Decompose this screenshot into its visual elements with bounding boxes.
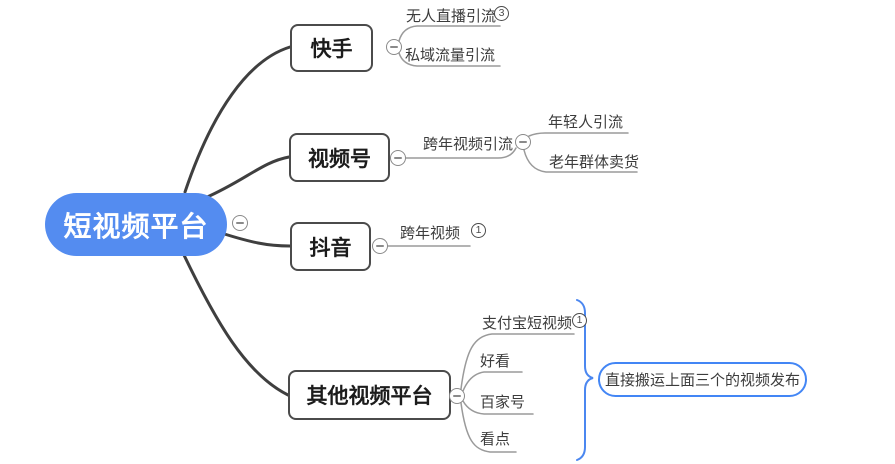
minus-icon: [519, 141, 527, 143]
number-marker-icon: 1: [572, 313, 587, 328]
collapse-button-shipinhao[interactable]: [390, 150, 406, 166]
subtopic-baijiahao[interactable]: 百家号: [480, 394, 526, 411]
summary-callout[interactable]: 直接搬运上面三个的视频发布: [598, 362, 807, 397]
minus-icon: [236, 222, 244, 224]
subtopic-kuanian-yinliu[interactable]: 跨年视频引流: [423, 136, 514, 153]
minus-icon: [376, 245, 384, 247]
subtopic-nianqingren[interactable]: 年轻人引流: [548, 114, 624, 131]
minus-icon: [390, 46, 398, 48]
number-marker-icon: 1: [471, 223, 486, 238]
subtopic-kandian[interactable]: 看点: [480, 431, 511, 448]
subtopic-laonian-qunti[interactable]: 老年群体卖货: [549, 154, 640, 171]
collapse-button-other-platforms[interactable]: [449, 388, 465, 404]
topic-douyin[interactable]: 抖音: [290, 222, 371, 271]
collapse-button-root[interactable]: [232, 215, 248, 231]
collapse-button-kuaishou[interactable]: [386, 39, 402, 55]
sub-branch-curves: [387, 25, 638, 453]
topic-kuaishou[interactable]: 快手: [290, 24, 373, 72]
collapse-button-kuanian-yinliu[interactable]: [515, 134, 531, 150]
subtopic-wuren-zhibo[interactable]: 无人直播引流: [406, 8, 497, 25]
summary-brace-icon: [576, 299, 594, 461]
root-topic[interactable]: 短视频平台: [45, 193, 227, 256]
minus-icon: [453, 395, 461, 397]
number-marker-icon: 3: [494, 6, 509, 21]
collapse-button-douyin[interactable]: [372, 238, 388, 254]
topic-shipinhao[interactable]: 视频号: [289, 133, 390, 182]
subtopic-zhifubao[interactable]: 支付宝短视频: [482, 315, 573, 332]
topic-other-platforms[interactable]: 其他视频平台: [288, 370, 451, 420]
subtopic-siyu-liuliang[interactable]: 私域流量引流: [405, 47, 496, 64]
subtopic-haokan[interactable]: 好看: [480, 353, 511, 370]
subtopic-kuanian-shipin[interactable]: 跨年视频: [400, 225, 461, 242]
minus-icon: [394, 157, 402, 159]
